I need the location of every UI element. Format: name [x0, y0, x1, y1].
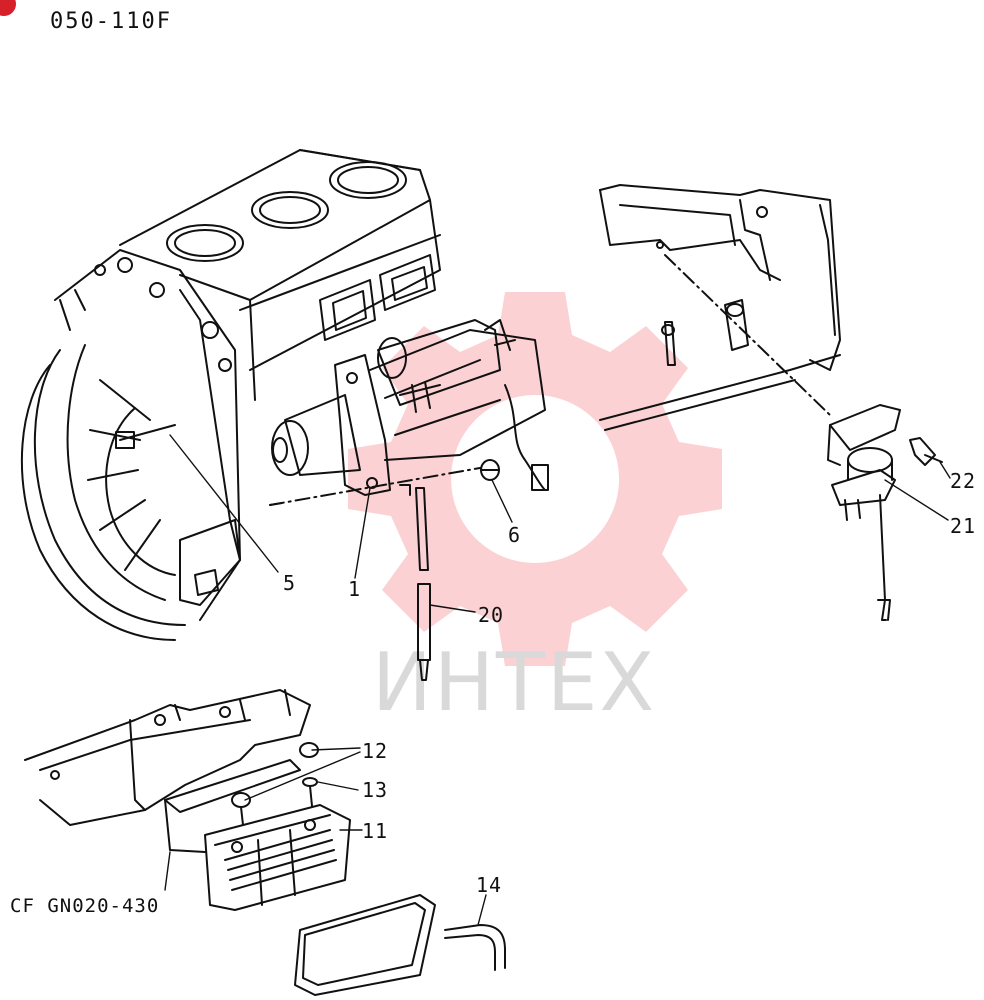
part-label-21: 21: [950, 514, 976, 538]
sensor-assembly-illustration: [827, 404, 943, 621]
starter-motor-illustration: [269, 319, 549, 681]
part-label-11: 11: [362, 819, 388, 843]
part-label-1: 1: [348, 577, 361, 601]
leader-lines: [164, 434, 951, 926]
part-label-20: 20: [478, 603, 504, 627]
block-side-illustration: [599, 184, 841, 431]
reference-label: CF GN020-430: [10, 895, 159, 917]
watermark-gear-icon: [348, 292, 722, 666]
leader-21: [884, 479, 949, 521]
leader-cf: [164, 851, 171, 891]
part-label-6: 6: [508, 523, 521, 547]
corner-badge: [0, 0, 16, 16]
part-label-5: 5: [283, 571, 296, 595]
part-label-13: 13: [362, 778, 388, 802]
watermark-text: ИНТЕХ: [372, 636, 656, 729]
leader-5: [169, 434, 279, 573]
part-label-12: 12: [362, 739, 388, 763]
leader-22: [939, 461, 951, 479]
leader-1: [354, 487, 371, 579]
part-label-14: 14: [476, 873, 502, 897]
side-cover-illustration: [24, 689, 506, 996]
leader-6: [491, 479, 513, 523]
leader-20: [429, 604, 476, 613]
leader-12a: [311, 747, 361, 751]
diagram-code: 050-110F: [50, 9, 172, 34]
leader-12b: [244, 751, 361, 801]
engine-block-illustration: [20, 149, 441, 641]
leader-14: [477, 894, 487, 926]
part-label-22: 22: [950, 469, 976, 493]
leader-13: [317, 781, 359, 791]
